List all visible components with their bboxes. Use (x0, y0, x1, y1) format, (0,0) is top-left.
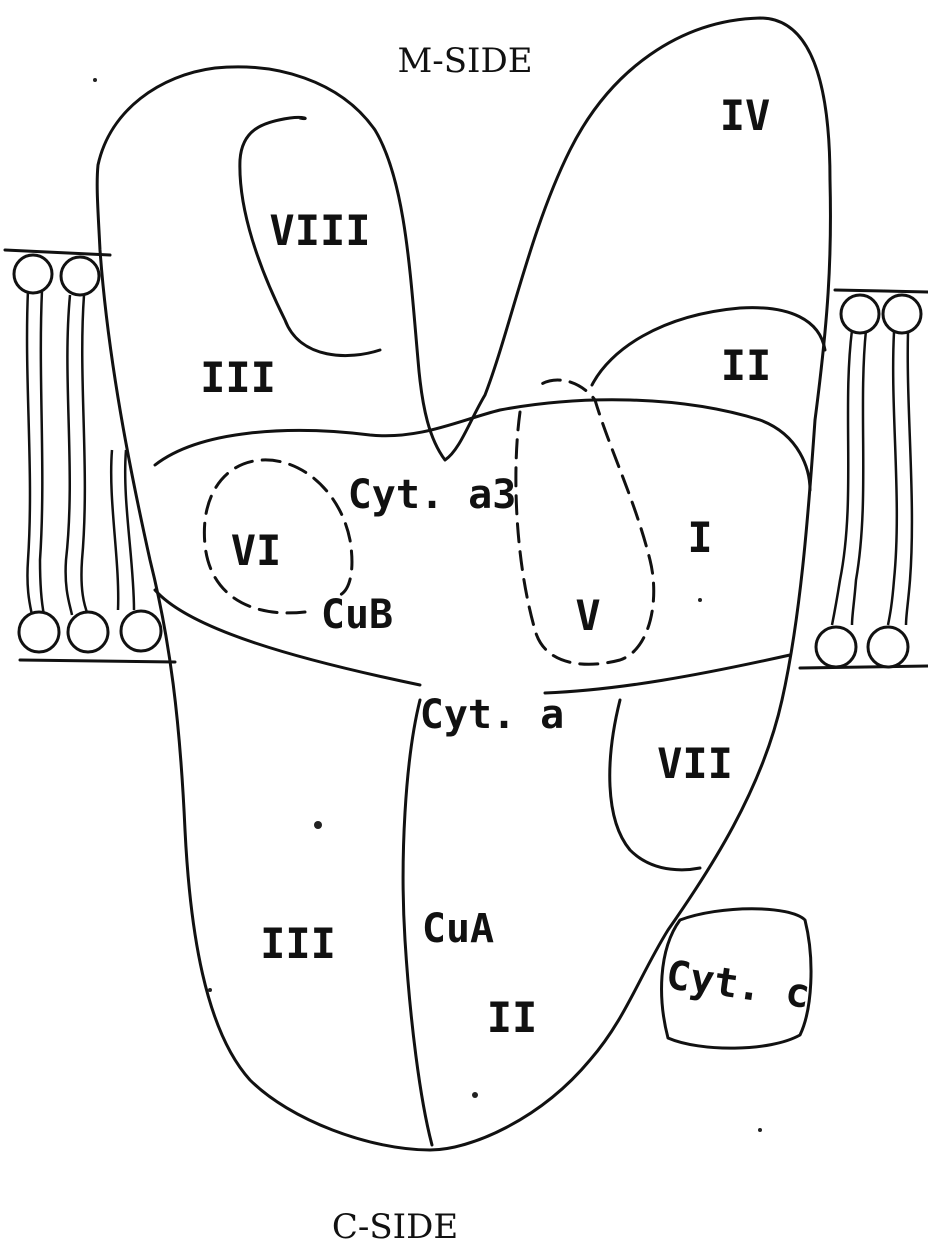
subunit-ii-lower-label: II (487, 993, 538, 1042)
subunit-iii-upper-label: III (200, 353, 276, 402)
cyt-c-label: Cyt. c (663, 952, 812, 1018)
cyt-a3-label: Cyt. a3 (348, 472, 517, 518)
subunit-i-label: I (687, 513, 712, 562)
left-lipid-bilayer (5, 250, 175, 662)
subunit-vi-label: VI (231, 526, 282, 575)
m-side-label: M-SIDE (397, 41, 532, 81)
cu-b-label: CuB (321, 592, 393, 638)
subunit-v-label: V (575, 591, 600, 640)
c-side-label: C-SIDE (332, 1207, 458, 1247)
right-lipid-bilayer (800, 290, 928, 668)
cyt-a-label: Cyt. a (420, 692, 565, 738)
cu-a-label: CuA (422, 906, 494, 952)
subunit-vii-label: VII (657, 739, 733, 788)
subunit-iv-label: IV (720, 91, 771, 140)
subunit-viii-label: VIII (269, 206, 370, 255)
subunit-iii-lower-label: III (260, 919, 336, 968)
subunit-ii-upper-label: II (721, 341, 772, 390)
